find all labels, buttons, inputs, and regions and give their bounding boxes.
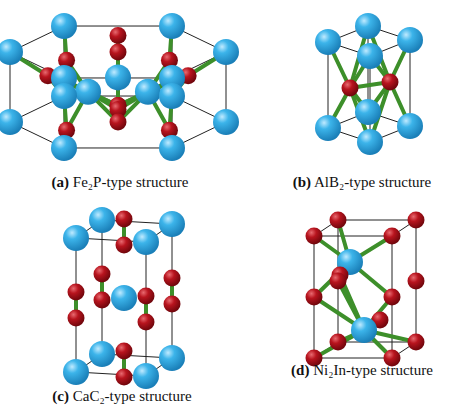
cell-edge (172, 224, 173, 358)
small-atom (330, 212, 347, 229)
cell-edge (314, 358, 392, 359)
large-atom (159, 13, 185, 39)
large-atom (357, 43, 383, 69)
large-atom (355, 99, 381, 125)
large-atom (0, 39, 23, 65)
small-atom (116, 343, 133, 360)
small-atom (306, 289, 323, 306)
large-atom (51, 13, 77, 39)
small-atom (384, 228, 401, 245)
large-atom (397, 113, 423, 139)
small-atom (342, 80, 359, 97)
large-atom (75, 79, 101, 105)
cell-edge (64, 26, 172, 27)
large-atom (135, 79, 161, 105)
cell-edge (314, 236, 392, 237)
small-atom (94, 266, 111, 283)
small-atom (408, 334, 425, 351)
panel-letter: (b) (293, 174, 311, 190)
panel-letter: (a) (52, 174, 70, 190)
caption-text: Ni₂In-type structure (309, 362, 433, 378)
cell-edge (338, 220, 416, 221)
panel-caption: (d) Ni₂In-type structure (291, 362, 433, 379)
cell-edge (64, 147, 172, 148)
large-atom (89, 341, 115, 367)
small-atom (116, 369, 133, 386)
large-atom (357, 129, 383, 155)
small-atom (116, 237, 133, 254)
panel-caption: (c) CaC₂-type structure (52, 388, 191, 405)
small-atom (330, 273, 347, 290)
small-atom (94, 292, 111, 309)
large-atom (159, 211, 185, 237)
cell-edge (146, 242, 147, 376)
small-atom (116, 211, 133, 228)
large-atom (51, 135, 77, 161)
large-atom (159, 345, 185, 371)
large-atom (133, 363, 159, 389)
large-atom (315, 115, 341, 141)
small-atom (408, 273, 425, 290)
large-atom (315, 29, 341, 55)
large-atom (51, 83, 77, 109)
large-atom (355, 13, 381, 39)
panel-letter: (d) (291, 362, 309, 378)
large-atom (0, 109, 23, 135)
large-atom (105, 64, 131, 90)
large-atom (213, 39, 239, 65)
small-atom (110, 114, 127, 131)
small-atom (110, 44, 127, 61)
caption-text: CaC₂-type structure (69, 388, 192, 404)
caption-text: Fe₂P-type structure (69, 174, 188, 190)
large-atom (397, 27, 423, 53)
small-atom (306, 228, 323, 245)
small-atom (382, 74, 399, 91)
caption-text: AlB₂-type structure (311, 174, 431, 190)
small-atom (138, 314, 155, 331)
small-atom (164, 270, 181, 287)
large-atom (63, 225, 89, 251)
panel-caption: (b) AlB₂-type structure (293, 174, 432, 191)
panel-caption: (a) Fe₂P-type structure (52, 174, 189, 191)
large-atom (111, 285, 137, 311)
small-atom (138, 288, 155, 305)
cell-edge (76, 238, 77, 372)
large-atom (63, 359, 89, 385)
large-atom (133, 229, 159, 255)
small-atom (68, 284, 85, 301)
small-atom (384, 289, 401, 306)
large-atom (213, 109, 239, 135)
large-atom (159, 135, 185, 161)
small-atom (110, 27, 127, 44)
panel-letter: (c) (52, 388, 69, 404)
small-atom (164, 296, 181, 313)
small-atom (330, 334, 347, 351)
large-atom (351, 317, 377, 343)
small-atom (408, 212, 425, 229)
large-atom (89, 207, 115, 233)
cell-edge (102, 220, 103, 354)
small-atom (68, 310, 85, 327)
large-atom (159, 83, 185, 109)
